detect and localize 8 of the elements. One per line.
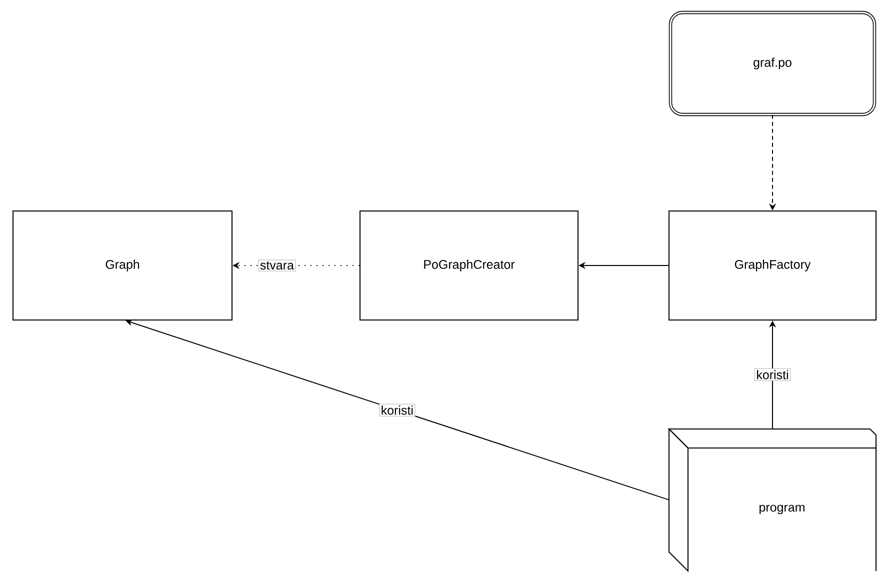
class-box: GraphFactory bbox=[668, 210, 876, 320]
file-box: graf.po bbox=[668, 10, 876, 116]
edge-label: stvara bbox=[258, 260, 296, 272]
edge-label: koristi bbox=[754, 368, 791, 382]
node-label: program bbox=[760, 504, 804, 514]
class-box: Graph bbox=[12, 210, 232, 320]
class-box: PoGraphCreator bbox=[360, 210, 578, 320]
edge-label: koristi bbox=[379, 404, 416, 417]
